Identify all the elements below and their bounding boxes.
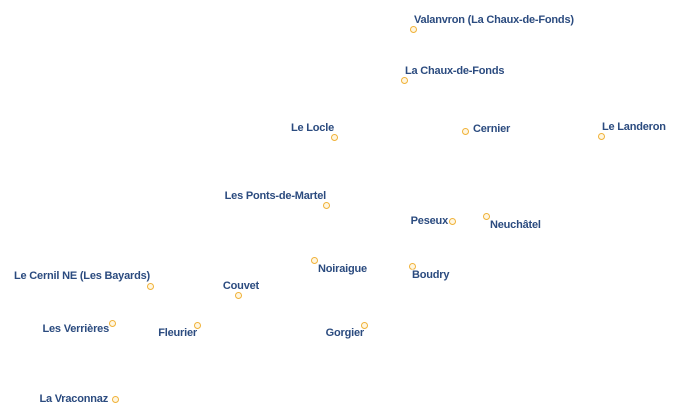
- place-marker-icon[interactable]: [330, 133, 338, 141]
- place-marker-icon[interactable]: [310, 256, 318, 264]
- place-label: Neuchâtel: [490, 219, 541, 231]
- place-marker-icon[interactable]: [408, 262, 416, 270]
- place-marker-icon[interactable]: [400, 76, 408, 84]
- place-label: Peseux: [410, 215, 449, 227]
- place-marker-icon[interactable]: [322, 201, 330, 209]
- place-label: Le Locle: [290, 122, 334, 134]
- place-marker-icon[interactable]: [360, 321, 368, 329]
- place-label: Le Landeron: [602, 121, 666, 133]
- place-marker-icon[interactable]: [461, 127, 469, 135]
- place-marker-icon[interactable]: [108, 319, 116, 327]
- place-marker-icon[interactable]: [146, 282, 154, 290]
- place-label: Boudry: [412, 269, 450, 281]
- place-label: Fleurier: [158, 327, 197, 339]
- place-marker-icon[interactable]: [597, 132, 605, 140]
- place-label: Noiraigue: [318, 263, 367, 275]
- place-marker-icon[interactable]: [448, 217, 456, 225]
- place-marker-icon[interactable]: [193, 321, 201, 329]
- place-marker-icon[interactable]: [111, 395, 119, 403]
- place-marker-icon[interactable]: [482, 212, 490, 220]
- place-label: La Vraconnaz: [39, 393, 108, 405]
- place-label: Valanvron (La Chaux-de-Fonds): [414, 14, 574, 26]
- place-marker-icon[interactable]: [234, 291, 242, 299]
- place-label: Couvet: [222, 280, 259, 292]
- place-label: Cernier: [473, 123, 511, 135]
- place-marker-icon[interactable]: [409, 25, 417, 33]
- place-label: Le Cernil NE (Les Bayards): [13, 270, 150, 282]
- place-label: Les Verrières: [42, 323, 109, 335]
- place-label: Gorgier: [325, 327, 365, 339]
- place-label: La Chaux-de-Fonds: [405, 65, 505, 77]
- place-label: Les Ponts-de-Martel: [224, 190, 327, 202]
